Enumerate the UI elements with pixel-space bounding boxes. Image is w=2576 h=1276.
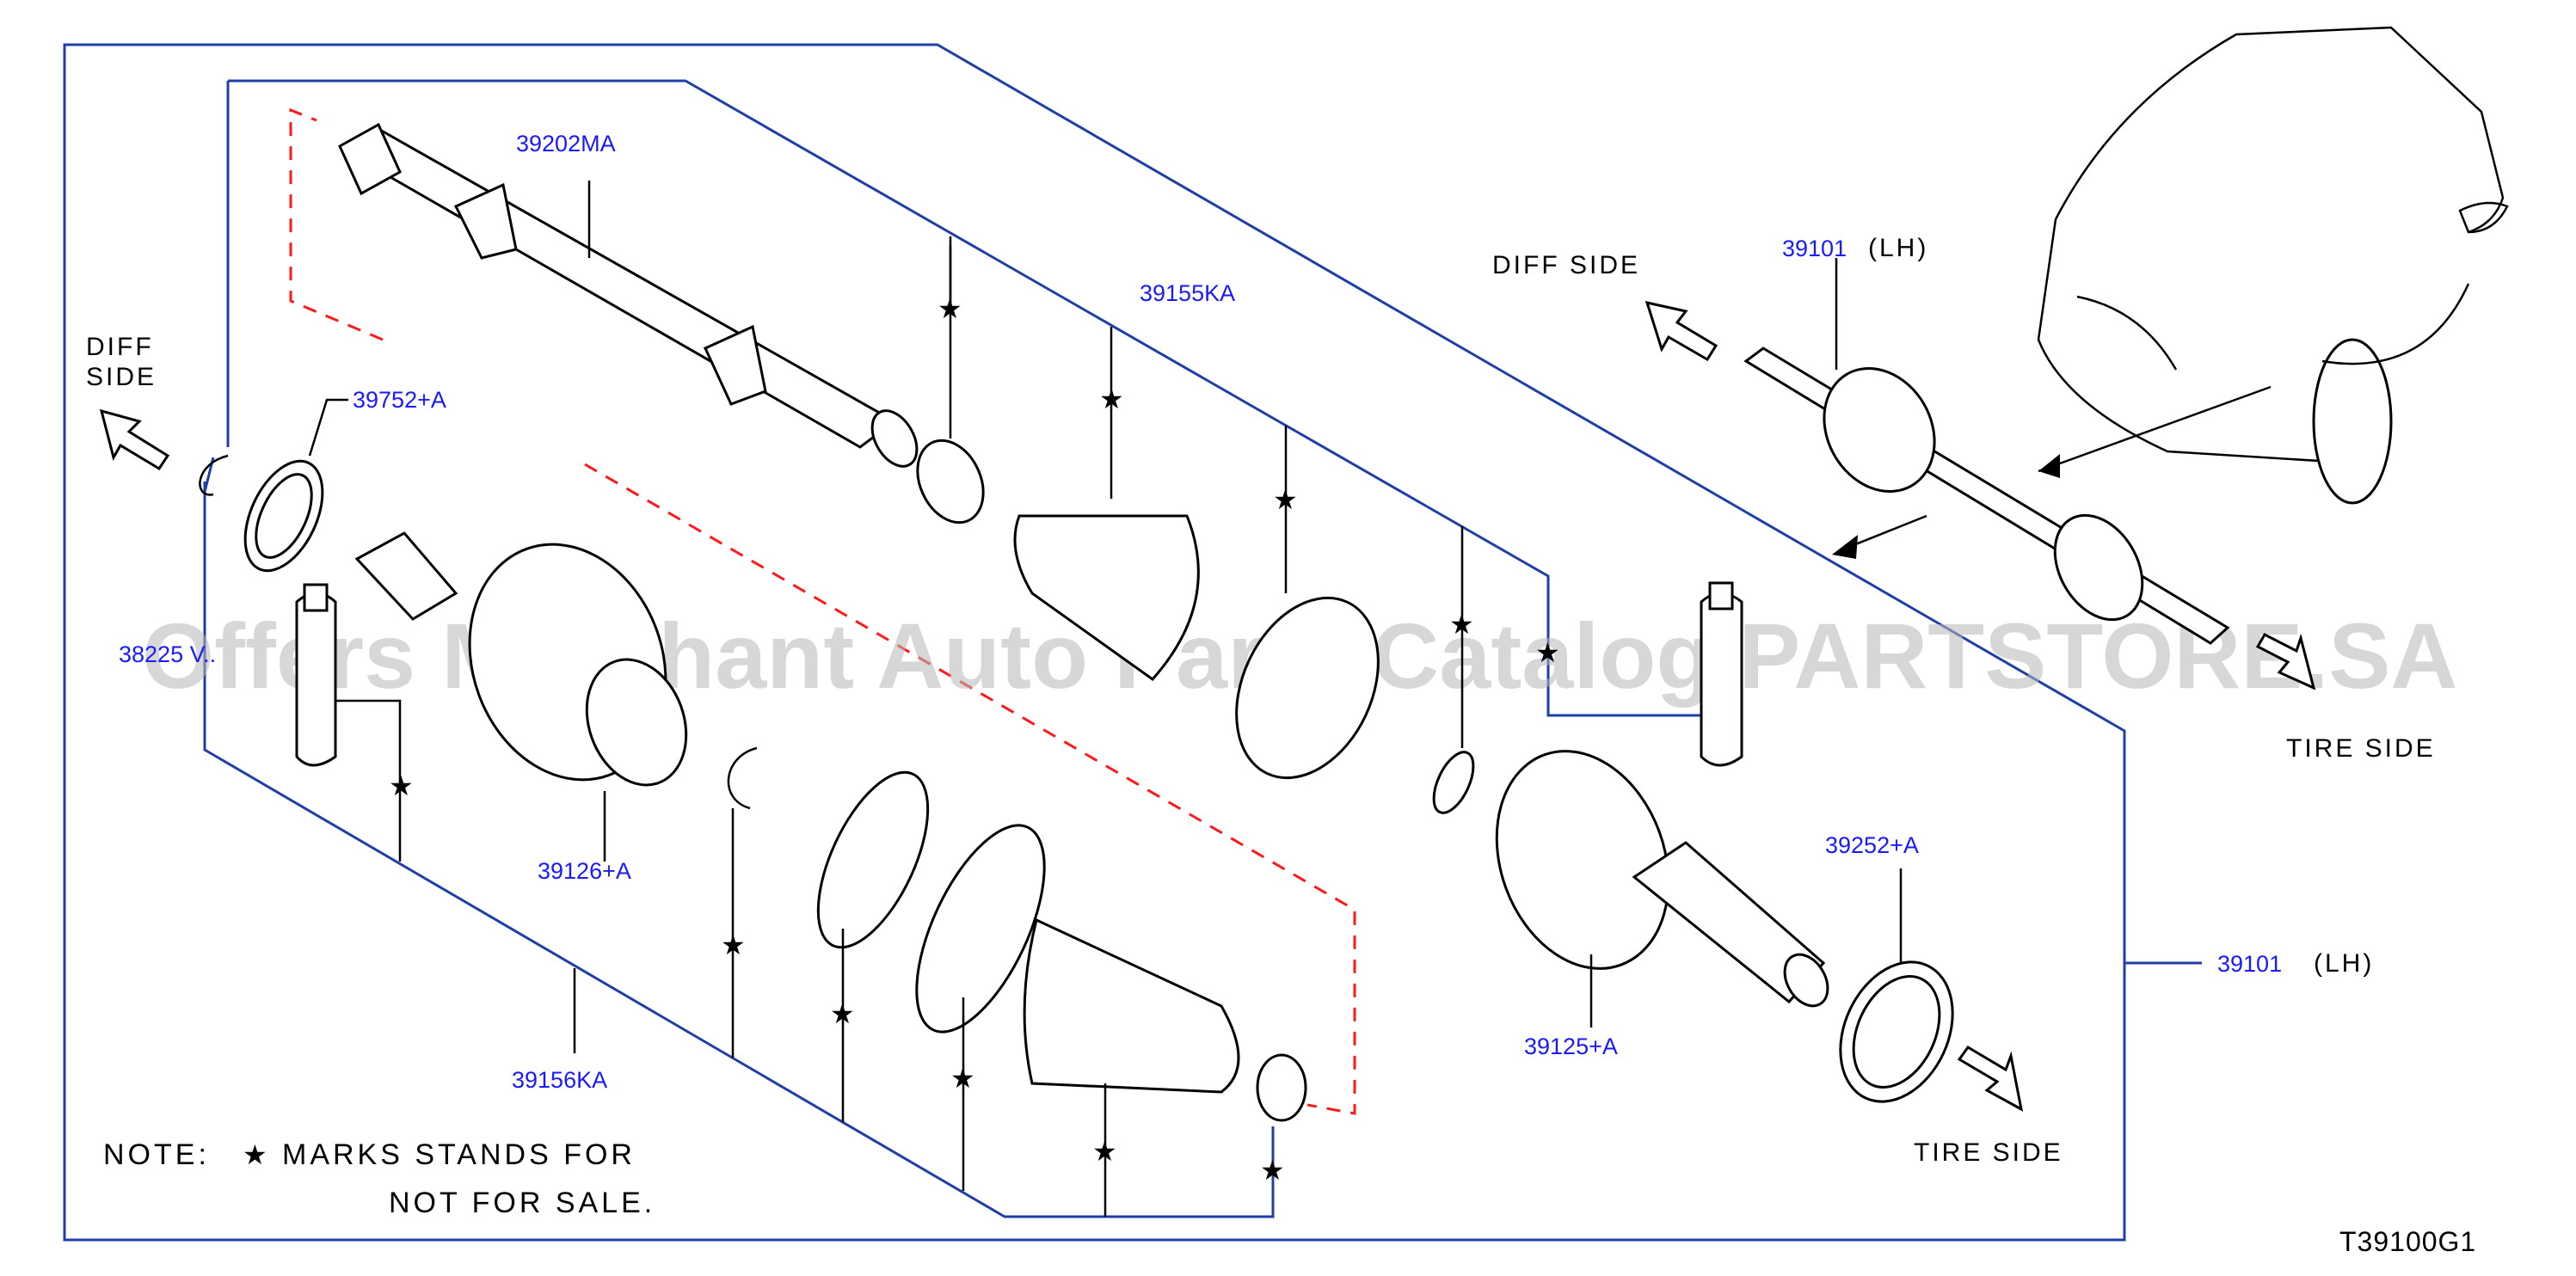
star-mark: ★ (1535, 636, 1560, 669)
tire-side-arrow-bottom (1957, 1046, 2024, 1112)
star-mark: ★ (1099, 383, 1124, 415)
label-outer-boot-kit: 39155KA (1140, 280, 1235, 306)
label-inner-boot-kit: 39156KA (512, 1067, 607, 1093)
tire-side-arrow-inset (2255, 633, 2316, 690)
star-mark: ★ (1260, 1154, 1285, 1187)
label-inset-assembly: 39101 (1782, 236, 1847, 261)
assembly-frame (63, 43, 2202, 1242)
inner-joint (354, 531, 688, 862)
star-mark: ★ (1273, 483, 1298, 516)
label-outer-joint: 39125+A (1524, 1034, 1618, 1059)
diff-side-arrow-inset (1645, 300, 1718, 362)
star-mark: ★ (721, 929, 746, 961)
note-label: NOTE: (103, 1138, 210, 1171)
circlip (727, 746, 758, 1058)
note-star: ★ (243, 1138, 267, 1171)
label-assembly: 39101 (2217, 951, 2282, 977)
label-dust-shield: 39252+A (1825, 832, 1919, 858)
label-shaft: 39202MA (516, 131, 616, 156)
star-mark: ★ (950, 1062, 975, 1095)
label-snap-ring: 39752+A (353, 387, 446, 413)
tire-side-label-bottom: TIRE SIDE (1914, 1138, 2063, 1167)
note-text-2: NOT FOR SALE. (389, 1187, 655, 1219)
star-mark: ★ (830, 997, 855, 1030)
inset-vehicle (2037, 26, 2509, 505)
note-text-1: MARKS STANDS FOR (282, 1138, 636, 1171)
label-assembly-side: (LH) (2314, 949, 2374, 978)
diagram-code: T39100G1 (2339, 1226, 2476, 1257)
star-mark: ★ (1449, 608, 1474, 641)
outer-joint (1495, 750, 1829, 1028)
grease-tube (295, 583, 402, 862)
diff-side-label-inset: DIFF SIDE (1492, 251, 1640, 279)
star-mark: ★ (389, 770, 414, 802)
snap-ring (199, 398, 348, 573)
tire-side-label-inset: TIRE SIDE (2286, 734, 2436, 763)
grease-tube-right (1700, 581, 1743, 767)
alignment-guides (289, 107, 1356, 1115)
inner-boot-kit (573, 770, 1307, 1217)
star-mark: ★ (1092, 1135, 1117, 1168)
inset-drive-shaft (1743, 258, 2272, 645)
label-grease: 38225 V.. (119, 641, 216, 667)
label-inset-side: (LH) (1868, 234, 1928, 262)
drive-shaft (338, 122, 952, 468)
outer-boot-kit (916, 236, 1475, 814)
label-inner-joint: 39126+A (538, 858, 631, 884)
dust-shield (1839, 868, 1954, 1103)
star-mark: ★ (938, 292, 962, 325)
diff-side-arrow-left (99, 408, 170, 471)
diff-side-label-1: DIFF (86, 333, 154, 361)
diff-side-label-2: SIDE (86, 363, 157, 391)
